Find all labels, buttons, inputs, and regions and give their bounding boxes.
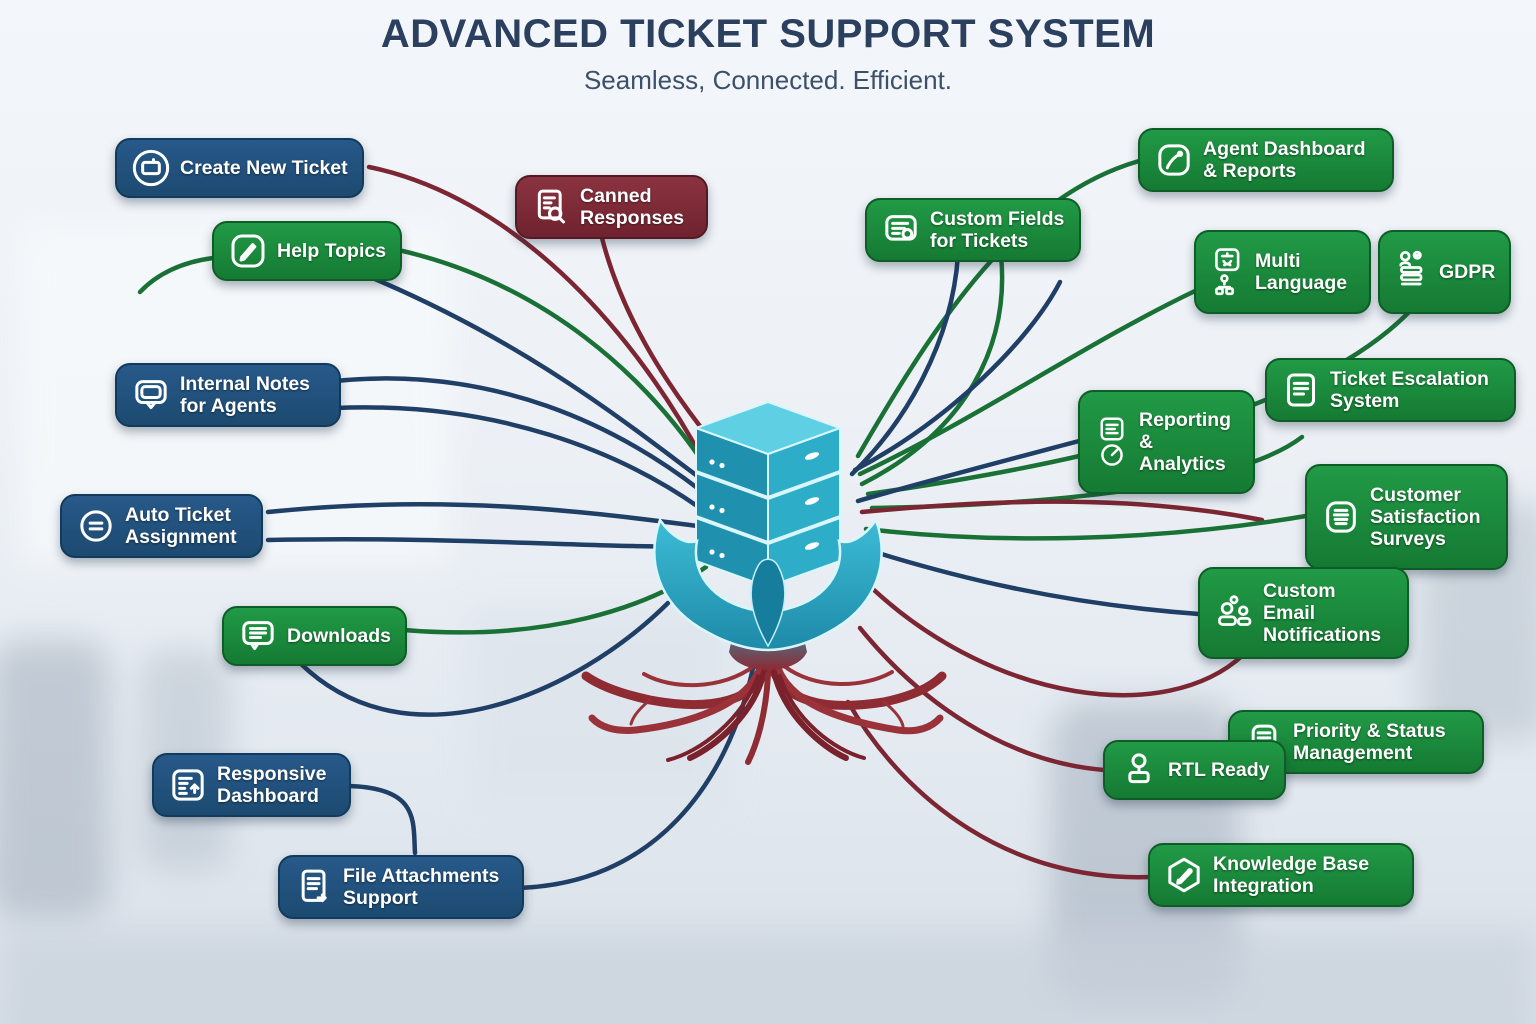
- background-desk-blur: [0, 930, 1536, 1024]
- node-label: Customer Satisfaction Surveys: [1370, 483, 1481, 551]
- translate-icon: [1210, 246, 1246, 298]
- node-label: Custom Email Notifications: [1263, 579, 1382, 647]
- node-rtl-ready: RTL Ready: [1103, 740, 1286, 800]
- node-multi-language: Multi Language: [1194, 230, 1371, 314]
- node-label: Ticket Escalation System: [1330, 368, 1489, 413]
- hexagon-pen-icon: [1164, 855, 1204, 895]
- message-lines-icon: [238, 616, 278, 656]
- pen-square-icon: [1154, 140, 1194, 180]
- ticket-icon: [131, 148, 171, 188]
- privacy-stack-icon: [1394, 246, 1430, 298]
- node-label: Internal Notes for Agents: [180, 373, 311, 418]
- node-label: Multi Language: [1255, 249, 1348, 294]
- list-circle-icon: [881, 210, 921, 250]
- node-label: Agent Dashboard & Reports: [1203, 138, 1366, 183]
- node-label: Reporting & Analytics: [1139, 408, 1232, 476]
- background-chair-blur: [0, 640, 110, 920]
- node-label: Create New Ticket: [180, 156, 348, 179]
- node-label: RTL Ready: [1168, 758, 1270, 781]
- file-lines-icon: [294, 867, 334, 907]
- node-label: Downloads: [287, 624, 392, 647]
- report-gauge-icon: [1094, 416, 1130, 468]
- document-lines-icon: [1281, 370, 1321, 410]
- page-title: ADVANCED TICKET SUPPORT SYSTEM: [380, 12, 1156, 56]
- cupped-hands: [653, 517, 883, 652]
- node-reporting-analytics: Reporting & Analytics: [1078, 390, 1255, 494]
- node-internal-notes: Internal Notes for Agents: [115, 363, 341, 428]
- node-responsive-dashboard: Responsive Dashboard: [152, 753, 351, 818]
- users-icon: [1214, 593, 1254, 633]
- node-label: Canned Responses: [580, 185, 685, 230]
- node-custom-fields: Custom Fields for Tickets: [865, 198, 1081, 263]
- node-label: File Attachments Support: [343, 865, 500, 910]
- chat-bubble-icon: [131, 375, 171, 415]
- node-label: Priority & Status Management: [1293, 720, 1446, 765]
- server-stack: [693, 400, 843, 589]
- node-agent-dashboard: Agent Dashboard & Reports: [1138, 128, 1394, 193]
- node-ticket-escalation: Ticket Escalation System: [1265, 358, 1516, 423]
- node-label: Auto Ticket Assignment: [125, 504, 237, 549]
- dashboard-icon: [168, 765, 208, 805]
- survey-icon: [1321, 497, 1361, 537]
- node-help-topics: Help Topics: [212, 221, 403, 281]
- node-custom-email: Custom Email Notifications: [1198, 567, 1409, 659]
- node-knowledge-base: Knowledge Base Integration: [1148, 843, 1414, 908]
- node-downloads: Downloads: [222, 606, 408, 666]
- node-label: Knowledge Base Integration: [1213, 853, 1370, 898]
- background-panel-blur: [470, 610, 730, 810]
- equals-circle-icon: [76, 506, 116, 546]
- node-label: GDPR: [1439, 260, 1496, 283]
- roots: [581, 661, 947, 765]
- node-create-new-ticket: Create New Ticket: [115, 138, 364, 198]
- document-search-icon: [531, 187, 571, 227]
- node-auto-ticket-assignment: Auto Ticket Assignment: [60, 494, 263, 559]
- hands-leaf-detail: [750, 558, 786, 648]
- person-icon: [1119, 750, 1159, 790]
- node-label: Responsive Dashboard: [217, 763, 327, 808]
- node-label: Custom Fields for Tickets: [930, 208, 1065, 253]
- node-customer-satisfaction: Customer Satisfaction Surveys: [1305, 464, 1508, 570]
- node-file-attachments: File Attachments Support: [278, 855, 524, 920]
- node-label: Help Topics: [277, 239, 387, 262]
- pencil-square-icon: [228, 231, 268, 271]
- node-gdpr: GDPR: [1378, 230, 1512, 314]
- node-canned-responses: Canned Responses: [515, 175, 708, 240]
- page-subtitle: Seamless, Connected. Efficient.: [583, 65, 953, 95]
